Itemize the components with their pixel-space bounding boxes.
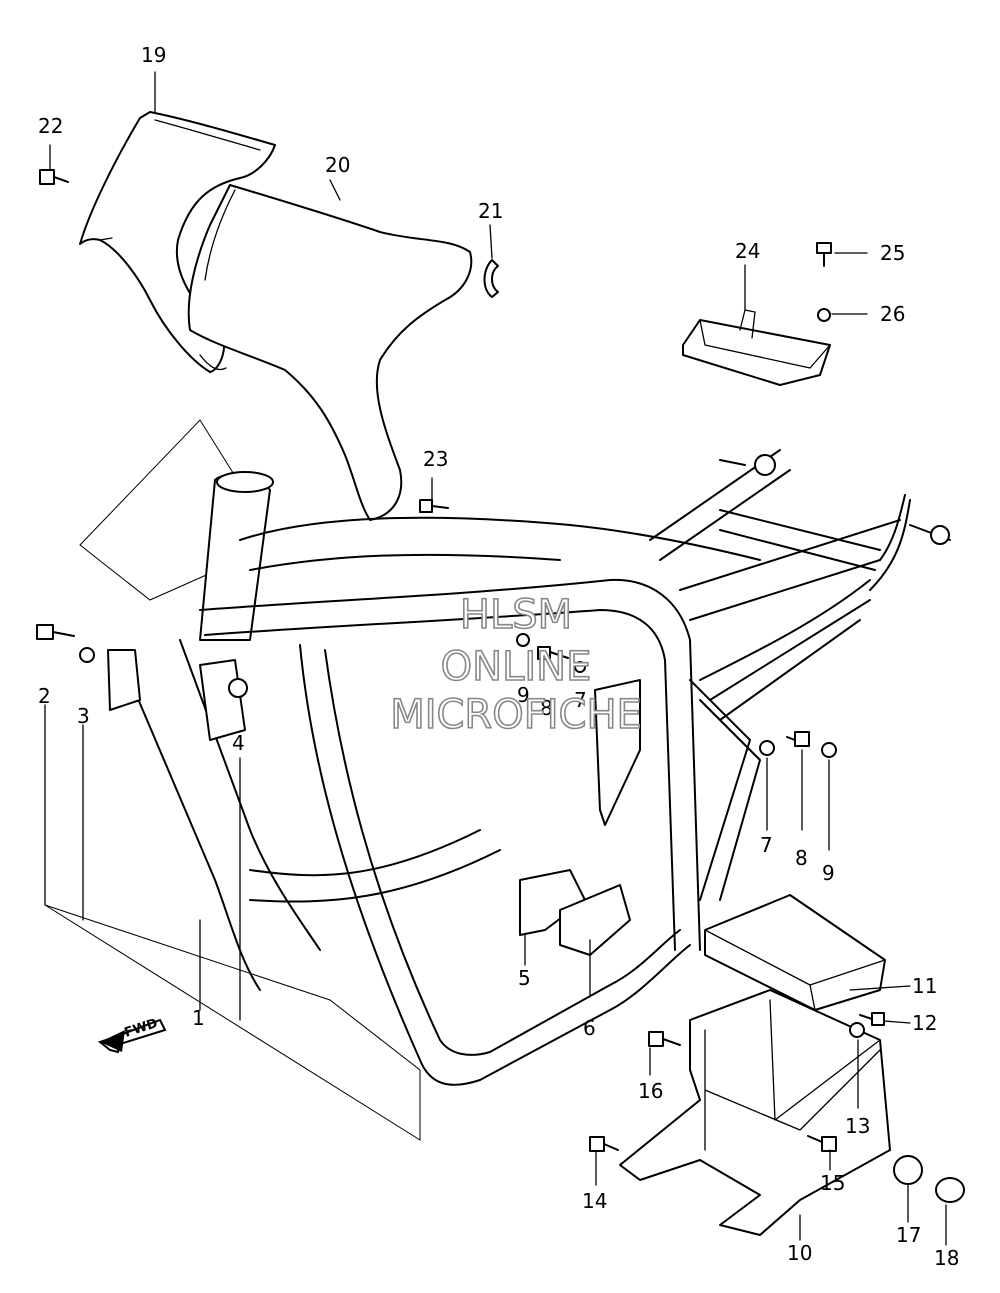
callout-8-upper: 8 — [540, 696, 553, 720]
bolt-15 — [807, 1135, 837, 1152]
watermark-line-3: MICROFICHE — [390, 692, 642, 738]
washer-7-upper — [574, 661, 586, 673]
clip-21 — [483, 259, 499, 298]
bolt-22 — [39, 169, 69, 185]
nut-4 — [228, 678, 248, 698]
front-mount-right — [199, 659, 246, 741]
nut-9 — [821, 742, 837, 758]
relay-bracket-24 — [682, 309, 831, 386]
bolt-2 — [36, 624, 75, 640]
nut-13 — [849, 1022, 865, 1038]
cap-18 — [935, 1177, 965, 1203]
bolt-14 — [589, 1136, 619, 1152]
battery-case-11 — [704, 894, 886, 1011]
callout-6: 6 — [583, 1016, 596, 1040]
callout-15: 15 — [820, 1171, 845, 1195]
callout-labels: 1 2 3 4 5 6 7 7 8 8 9 9 10 11 12 13 14 1… — [38, 43, 959, 1270]
callout-9-right: 9 — [822, 861, 835, 885]
callout-16: 16 — [638, 1079, 663, 1103]
callout-10: 10 — [787, 1241, 812, 1265]
callout-24: 24 — [735, 239, 760, 263]
callout-7-right: 7 — [760, 833, 773, 857]
bolt-12 — [859, 1012, 885, 1026]
callout-3: 3 — [77, 704, 90, 728]
frame-1 — [129, 449, 951, 1086]
bolt-23 — [419, 499, 449, 513]
bolt-25 — [816, 242, 832, 267]
watermark-line-2: ONLINE — [441, 644, 592, 690]
callout-2: 2 — [38, 684, 51, 708]
callout-21: 21 — [478, 199, 503, 223]
bolts — [36, 169, 885, 1152]
watermark: HLSM ONLINE MICROFICHE — [389, 591, 642, 739]
callout-25: 25 — [880, 241, 905, 265]
callout-11: 11 — [912, 974, 937, 998]
front-mount-left — [107, 649, 141, 711]
leader-lines — [44, 71, 947, 1246]
nut-26 — [817, 308, 831, 322]
callout-9-upper: 9 — [517, 683, 530, 707]
washer-7 — [759, 740, 775, 756]
bolt-16 — [648, 1031, 681, 1047]
battery-holder-10 — [619, 989, 891, 1236]
plate-6 — [559, 884, 631, 956]
callout-4: 4 — [232, 731, 245, 755]
callout-12: 12 — [912, 1011, 937, 1035]
callout-17: 17 — [896, 1223, 921, 1247]
engine-mount-center — [594, 679, 641, 826]
bolt-8 — [786, 731, 810, 747]
washer-3 — [79, 647, 95, 663]
nut-9-upper — [516, 633, 530, 647]
callout-23: 23 — [423, 447, 448, 471]
callout-7-upper: 7 — [574, 688, 587, 712]
watermark-line-1: HLSM — [460, 592, 572, 638]
callout-1: 1 — [192, 1006, 205, 1030]
side-cover-19 — [79, 111, 276, 373]
callout-5: 5 — [518, 966, 531, 990]
bolt-8-upper — [537, 646, 569, 660]
callout-26: 26 — [880, 302, 905, 326]
side-cover-20 — [187, 184, 473, 521]
callout-13: 13 — [845, 1114, 870, 1138]
callout-18: 18 — [934, 1246, 959, 1270]
callout-22: 22 — [38, 114, 63, 138]
callout-14: 14 — [582, 1189, 607, 1213]
callout-19: 19 — [141, 43, 166, 67]
callout-8-right: 8 — [795, 846, 808, 870]
callout-20: 20 — [325, 153, 350, 177]
fwd-arrow: FWD — [97, 1016, 167, 1054]
cushion-17 — [893, 1155, 923, 1185]
